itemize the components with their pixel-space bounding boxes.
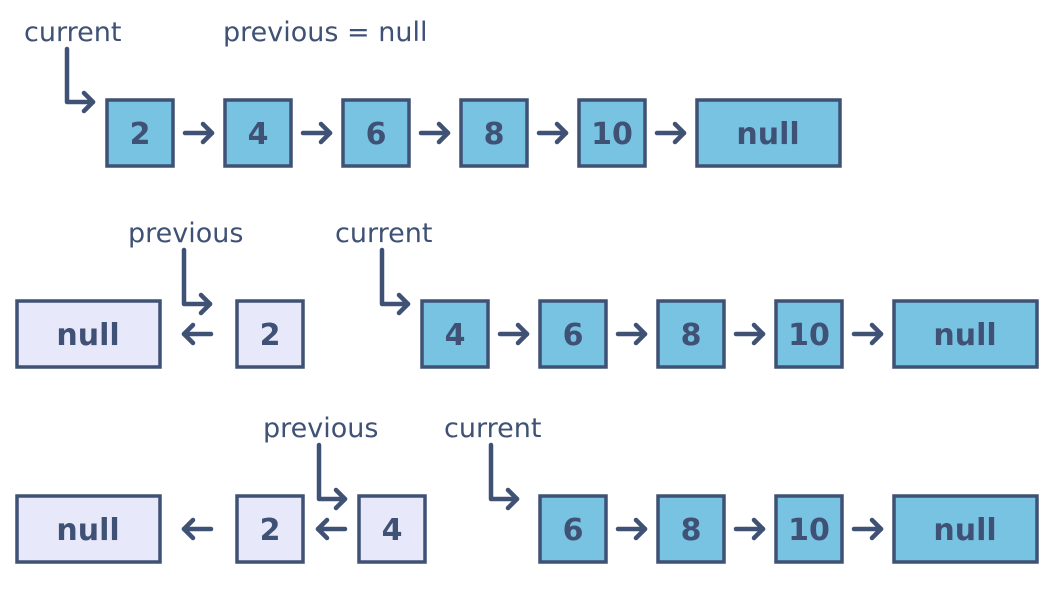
null-node: null <box>695 98 842 168</box>
next-arrow <box>851 322 884 346</box>
previous-pointer-label: previous <box>128 218 243 249</box>
node-value: null <box>933 318 996 353</box>
next-arrow <box>733 517 766 541</box>
node-value: 2 <box>260 318 281 353</box>
node-value: 10 <box>788 318 830 353</box>
next-arrow <box>615 322 648 346</box>
list-node: 4 <box>420 299 490 369</box>
node-value: 10 <box>591 117 633 152</box>
null-node: null <box>892 299 1039 369</box>
reversed-node: 2 <box>235 299 305 369</box>
previous-pointer-arrow <box>181 247 213 316</box>
next-arrow <box>300 121 333 145</box>
node-value: 8 <box>681 318 702 353</box>
list-node: 8 <box>656 299 726 369</box>
list-node: 8 <box>459 98 529 168</box>
list-node: 10 <box>774 299 844 369</box>
node-value: null <box>56 513 119 548</box>
list-node: 10 <box>774 494 844 564</box>
next-arrow <box>418 121 451 145</box>
previous-pointer-label: previous <box>263 413 378 444</box>
list-node: 6 <box>538 299 608 369</box>
next-arrow <box>654 121 687 145</box>
row-1: current previous = null 2 4 6 <box>24 17 842 168</box>
current-pointer-arrow <box>64 46 96 114</box>
previous-pointer-arrow <box>316 442 348 511</box>
node-value: 6 <box>563 318 584 353</box>
node-value: 6 <box>563 513 584 548</box>
node-value: 8 <box>681 513 702 548</box>
node-value: 6 <box>366 117 387 152</box>
reversed-node: 4 <box>357 494 427 564</box>
row-3: previous current null 2 4 <box>15 413 1039 564</box>
node-value: 2 <box>260 513 281 548</box>
previous-pointer-label: previous = null <box>223 17 427 48</box>
node-value: 8 <box>484 117 505 152</box>
next-arrow <box>733 322 766 346</box>
list-node: 8 <box>656 494 726 564</box>
null-node: null <box>15 494 162 564</box>
current-pointer-arrow <box>488 442 520 511</box>
reversed-node: 2 <box>235 494 305 564</box>
node-value: 4 <box>382 513 403 548</box>
null-node: null <box>15 299 162 369</box>
node-value: null <box>933 513 996 548</box>
node-value: null <box>736 117 799 152</box>
node-value: 4 <box>445 318 466 353</box>
node-value: null <box>56 318 119 353</box>
row-2: previous current null 2 4 <box>15 218 1039 369</box>
reversed-arrow <box>181 322 214 346</box>
list-node: 10 <box>577 98 647 168</box>
next-arrow <box>851 517 884 541</box>
list-node: 4 <box>223 98 293 168</box>
next-arrow <box>536 121 569 145</box>
current-pointer-label: current <box>24 17 121 48</box>
list-node: 6 <box>538 494 608 564</box>
current-pointer-label: current <box>444 413 541 444</box>
node-value: 4 <box>248 117 269 152</box>
next-arrow <box>615 517 648 541</box>
node-value: 10 <box>788 513 830 548</box>
reversed-arrow <box>315 517 348 541</box>
current-pointer-arrow <box>379 247 411 316</box>
null-node: null <box>892 494 1039 564</box>
next-arrow <box>182 121 215 145</box>
list-node: 2 <box>105 98 175 168</box>
current-pointer-label: current <box>335 218 432 249</box>
reversed-arrow <box>181 517 214 541</box>
node-value: 2 <box>130 117 151 152</box>
list-node: 6 <box>341 98 411 168</box>
next-arrow <box>497 322 530 346</box>
